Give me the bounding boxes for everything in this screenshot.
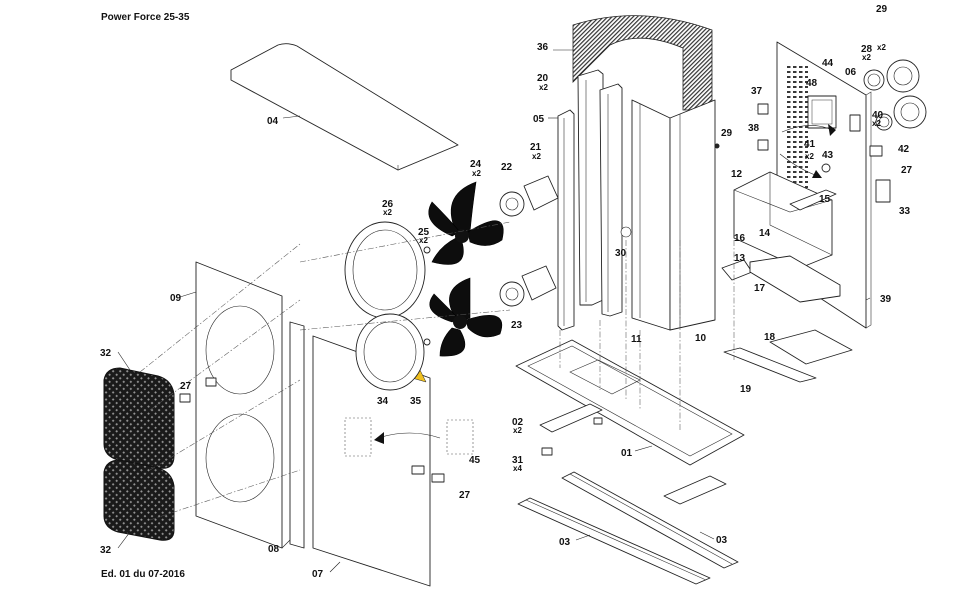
callout-33: 33 bbox=[899, 206, 911, 217]
part-22-23-motors bbox=[499, 175, 559, 307]
callout-16: 16 bbox=[734, 233, 746, 244]
callout-29: 29 bbox=[721, 128, 733, 139]
part-04-top-cover bbox=[230, 43, 459, 171]
part-01-base-tray bbox=[515, 339, 745, 466]
qty-28: x2 bbox=[862, 53, 871, 62]
callout-11: 11 bbox=[631, 334, 642, 345]
qty-40: x2 bbox=[872, 119, 881, 128]
callout-01: 01 bbox=[621, 448, 633, 459]
part-08-strip bbox=[289, 321, 305, 549]
callout-19: 19 bbox=[740, 384, 752, 395]
qty-41: x2 bbox=[805, 152, 814, 161]
qty-02: x2 bbox=[513, 426, 522, 435]
part-32-grilles bbox=[103, 367, 445, 541]
qty-31: x4 bbox=[513, 464, 522, 473]
callout-40: 40 bbox=[872, 110, 884, 121]
callout-30: 30 bbox=[615, 248, 627, 259]
callout-39: 39 bbox=[880, 294, 892, 305]
callout-17: 17 bbox=[754, 283, 766, 294]
callout-06: 06 bbox=[845, 67, 857, 78]
callout-28: 28 bbox=[861, 44, 873, 55]
callout-41: 41 bbox=[804, 139, 816, 150]
callout-07: 07 bbox=[312, 569, 324, 580]
callout-26: 26 bbox=[382, 199, 394, 210]
callout-27-panel: 27 bbox=[459, 490, 471, 501]
callout-37: 37 bbox=[751, 86, 763, 97]
callout-27-frame: 27 bbox=[180, 381, 192, 392]
callout-13: 13 bbox=[734, 253, 746, 264]
callout-42: 42 bbox=[898, 144, 910, 155]
valve-fittings bbox=[714, 59, 927, 178]
part-13-17-brackets bbox=[721, 255, 841, 303]
callout-08: 08 bbox=[268, 544, 280, 555]
callout-14: 14 bbox=[759, 228, 771, 239]
callout-15: 15 bbox=[819, 194, 831, 205]
callout-25: 25 bbox=[418, 227, 430, 238]
callout-20: 20 bbox=[537, 73, 549, 84]
part-24-fan-blades bbox=[428, 181, 504, 357]
part-11-partition bbox=[620, 99, 716, 331]
callout-34: 34 bbox=[377, 396, 389, 407]
part-12-control-box bbox=[733, 171, 837, 269]
callout-10: 10 bbox=[695, 333, 707, 344]
callout-18: 18 bbox=[764, 332, 776, 343]
part-18-19-plates bbox=[723, 329, 853, 383]
qty-24: x2 bbox=[472, 169, 481, 178]
callout-45: 45 bbox=[469, 455, 481, 466]
part-36-coil bbox=[572, 15, 713, 111]
part-26-fan-shrouds bbox=[344, 221, 426, 391]
callout-36: 36 bbox=[537, 42, 549, 53]
qty-26: x2 bbox=[383, 208, 392, 217]
part-45-label bbox=[374, 419, 474, 455]
callout-02: 02 bbox=[512, 417, 524, 428]
callout-03-right: 03 bbox=[716, 535, 728, 546]
callout-05: 05 bbox=[533, 114, 545, 125]
projection-lines bbox=[139, 221, 735, 521]
callout-09: 09 bbox=[170, 293, 182, 304]
part-09-front-frame bbox=[195, 261, 283, 549]
qty-20: x2 bbox=[539, 83, 548, 92]
callout-38: 38 bbox=[748, 123, 760, 134]
small-hardware bbox=[423, 246, 603, 456]
part-20-uprights bbox=[557, 69, 623, 331]
callout-27: 27 bbox=[901, 165, 913, 176]
leader-lines bbox=[117, 49, 871, 573]
callout-35: 35 bbox=[410, 396, 422, 407]
callout-labels: 36 20 x2 05 21 x2 22 24 x2 04 26 x2 25 x… bbox=[100, 4, 913, 580]
callout-04: 04 bbox=[267, 116, 279, 127]
callout-21: 21 bbox=[530, 142, 542, 153]
qty-25: x2 bbox=[419, 236, 428, 245]
callout-32-bottom: 32 bbox=[100, 545, 112, 556]
edition-label: Ed. 01 du 07-2016 bbox=[101, 569, 185, 580]
callout-44: 44 bbox=[822, 58, 834, 69]
callout-23: 23 bbox=[511, 320, 523, 331]
qty-21: x2 bbox=[532, 152, 541, 161]
callout-03-left: 03 bbox=[559, 537, 571, 548]
callout-12: 12 bbox=[731, 169, 743, 180]
callout-48: 48 bbox=[806, 78, 818, 89]
callout-32-top: 32 bbox=[100, 348, 112, 359]
callout-43: 43 bbox=[822, 150, 834, 161]
callout-29-fitting: 29 bbox=[876, 4, 888, 15]
callout-22: 22 bbox=[501, 162, 513, 173]
qty-29: x2 bbox=[877, 43, 886, 52]
callout-31: 31 bbox=[512, 455, 524, 466]
part-03-skids bbox=[517, 471, 739, 585]
callout-24: 24 bbox=[470, 159, 482, 170]
diagram-title: Power Force 25-35 bbox=[101, 12, 190, 23]
